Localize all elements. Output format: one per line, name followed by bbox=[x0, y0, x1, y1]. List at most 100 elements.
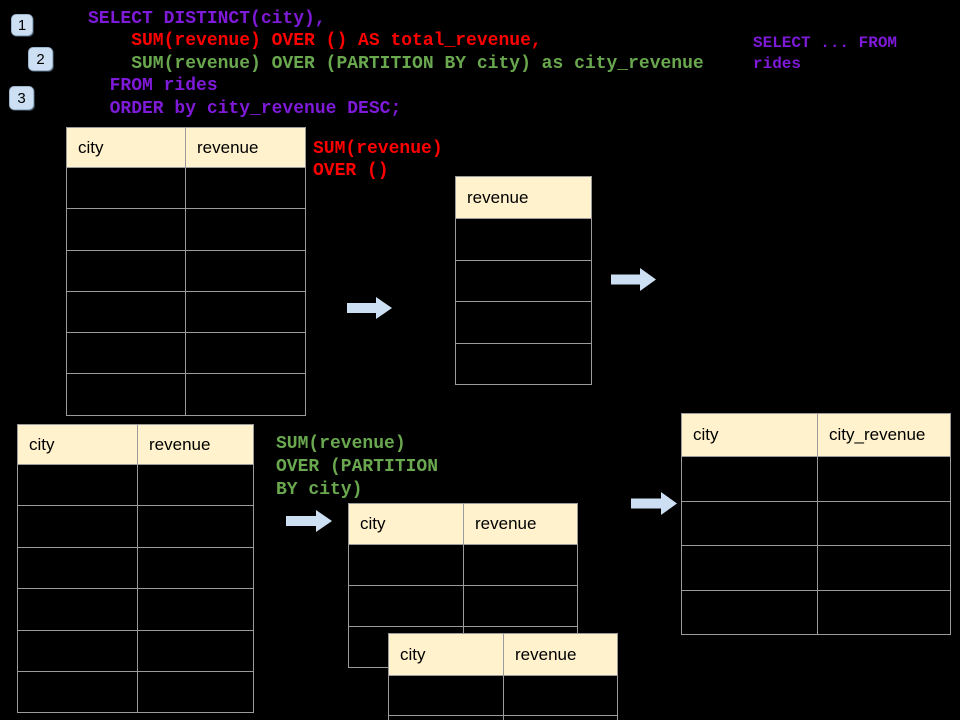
annotation-sum-over-total: SUM(revenue)OVER () bbox=[313, 138, 443, 182]
table-cell bbox=[17, 463, 138, 507]
column-header-city_revenue: city_revenue bbox=[817, 413, 951, 457]
table-row bbox=[681, 456, 951, 502]
table-cell bbox=[185, 166, 306, 210]
table-row bbox=[348, 544, 578, 586]
code-line: SUM(revenue) OVER (PARTITION BY city) as… bbox=[88, 53, 704, 74]
column-header-revenue: revenue bbox=[503, 633, 618, 676]
table-cell bbox=[817, 589, 951, 635]
column-header-city: city bbox=[348, 503, 464, 545]
table-cell bbox=[17, 546, 138, 590]
code-line: rides bbox=[753, 55, 802, 73]
sql-side-note: SELECT ... FROM rides bbox=[753, 33, 897, 75]
table-cell bbox=[137, 505, 254, 548]
table-cell bbox=[66, 332, 186, 375]
table-row bbox=[66, 290, 306, 334]
table-cell bbox=[388, 715, 504, 720]
table-row bbox=[66, 373, 306, 416]
column-header-revenue: revenue bbox=[455, 176, 592, 219]
table-cell bbox=[681, 456, 818, 502]
column-header-city: city bbox=[681, 413, 818, 457]
table-cell bbox=[681, 500, 818, 546]
table-cell bbox=[185, 332, 306, 375]
table-cell bbox=[66, 208, 186, 251]
column-header-revenue: revenue bbox=[463, 503, 578, 545]
code-line: SUM(revenue) OVER () AS total_revenue, bbox=[88, 31, 542, 52]
step-badge-2: 2 bbox=[28, 47, 53, 71]
table-cell bbox=[185, 290, 306, 334]
code-line: OVER (PARTITION bbox=[276, 457, 439, 477]
arrow-right-icon bbox=[286, 510, 332, 532]
table-row bbox=[17, 588, 254, 631]
table-header-row: revenue bbox=[455, 176, 592, 219]
table-row bbox=[17, 463, 254, 507]
table-cell bbox=[817, 500, 951, 546]
table-row bbox=[455, 301, 592, 344]
table-cell bbox=[137, 629, 254, 672]
table-cell bbox=[348, 585, 464, 627]
table-cell bbox=[817, 545, 951, 591]
annotation-sum-over-partition: SUM(revenue) OVER (PARTITION BY city) bbox=[276, 433, 438, 502]
table-cell bbox=[66, 166, 186, 210]
table-row bbox=[17, 629, 254, 672]
code-line: SELECT ... FROM bbox=[753, 34, 898, 52]
table-cell bbox=[455, 301, 592, 344]
table-total-revenue-result: revenue bbox=[455, 176, 592, 385]
table-cell bbox=[503, 675, 618, 716]
code-line: ORDER by city_revenue DESC; bbox=[88, 98, 402, 119]
table-cell bbox=[137, 670, 254, 714]
code-line: SELECT DISTINCT(city), bbox=[88, 9, 326, 29]
code-line: BY city) bbox=[276, 480, 363, 500]
table-cell bbox=[137, 463, 254, 507]
table-cell bbox=[17, 588, 138, 631]
table-cell bbox=[455, 218, 592, 261]
table-row bbox=[66, 208, 306, 251]
table-cell bbox=[17, 629, 138, 672]
table-cell bbox=[66, 249, 186, 292]
sql-query-code: SELECT DISTINCT(city), SUM(revenue) OVER… bbox=[88, 8, 704, 120]
table-row bbox=[681, 500, 951, 546]
table-row bbox=[455, 259, 592, 302]
table-cell bbox=[137, 546, 254, 590]
column-header-city: city bbox=[17, 424, 138, 465]
table-cell bbox=[66, 373, 186, 416]
table-cell bbox=[17, 505, 138, 548]
table-row bbox=[348, 585, 578, 627]
table-row bbox=[17, 546, 254, 590]
table-row bbox=[455, 342, 592, 385]
column-header-revenue: revenue bbox=[185, 127, 306, 168]
column-header-city: city bbox=[388, 633, 504, 676]
table-cell bbox=[503, 715, 618, 720]
table-cell bbox=[681, 589, 818, 635]
table-row bbox=[17, 505, 254, 548]
table-cell bbox=[463, 585, 578, 627]
table-cell bbox=[681, 545, 818, 591]
column-header-city: city bbox=[66, 127, 186, 168]
table-cell bbox=[455, 259, 592, 302]
arrow-right-icon bbox=[631, 492, 677, 515]
table-cell bbox=[185, 249, 306, 292]
step-badge-1: 1 bbox=[11, 14, 33, 36]
code-line: SUM(revenue) bbox=[276, 434, 406, 454]
column-header-revenue: revenue bbox=[137, 424, 254, 465]
table-cell bbox=[185, 208, 306, 251]
table-cell bbox=[817, 456, 951, 502]
table-cell bbox=[137, 588, 254, 631]
table-cell bbox=[185, 373, 306, 416]
table-row bbox=[455, 218, 592, 261]
table-row bbox=[681, 589, 951, 635]
table-row bbox=[66, 249, 306, 292]
table-cell bbox=[455, 342, 592, 385]
arrow-right-icon bbox=[347, 297, 392, 319]
code-line: FROM rides bbox=[88, 76, 218, 97]
code-line: OVER () bbox=[313, 161, 389, 181]
